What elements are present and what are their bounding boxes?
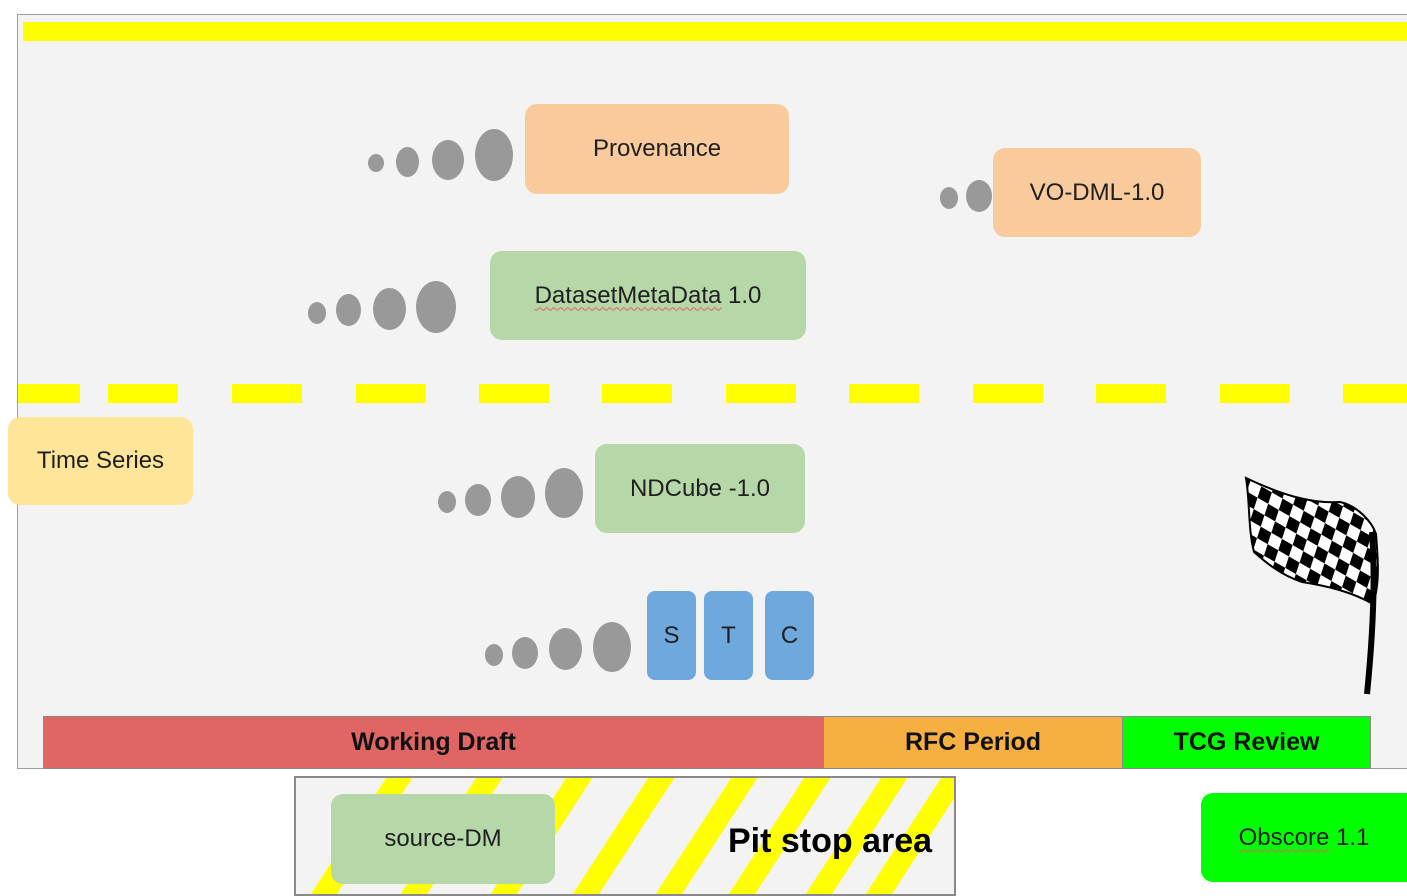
pit-stop-area: source-DM Pit stop area [294, 776, 956, 896]
track-top-line [23, 22, 1407, 41]
sourcedm-box: source-DM [331, 794, 555, 884]
phase-working-draft-label: Working Draft [351, 728, 516, 756]
phase-tcg-review-label: TCG Review [1173, 728, 1320, 756]
phase-working-draft: Working Draft [43, 716, 824, 769]
datasetmetadata-version: 1.0 [728, 281, 762, 309]
stc-s-box: S [647, 591, 696, 680]
sourcedm-label: source-DM [384, 825, 502, 852]
datasetmetadata-box: DatasetMetaData 1.0 [490, 251, 806, 340]
stc-s-label: S [663, 621, 680, 649]
phase-rfc-period: RFC Period [823, 716, 1123, 769]
stc-t-box: T [704, 591, 753, 680]
provenance-box: Provenance [525, 104, 789, 194]
timeseries-box: Time Series [8, 417, 193, 505]
checkered-flag-icon [1244, 476, 1379, 695]
obscore-label: Obscore [1238, 823, 1330, 851]
phase-tcg-review: TCG Review [1122, 716, 1371, 769]
datasetmetadata-label: DatasetMetaData [534, 281, 722, 309]
obscore-box: Obscore 1.1 [1201, 793, 1407, 882]
provenance-label: Provenance [592, 135, 722, 162]
vodml-label: VO-DML-1.0 [1029, 178, 1165, 206]
ndcube-label: NDCube -1.0 [629, 474, 771, 502]
phase-rfc-period-label: RFC Period [904, 728, 1042, 756]
stc-c-box: C [765, 591, 814, 680]
stc-t-label: T [721, 621, 736, 649]
pit-stop-label: Pit stop area [728, 822, 933, 860]
stc-c-label: C [780, 621, 799, 649]
timeseries-label: Time Series [36, 447, 165, 474]
ndcube-box: NDCube -1.0 [595, 444, 805, 533]
track-center-dashes [18, 384, 1407, 403]
obscore-version: 1.1 [1336, 823, 1370, 851]
vodml-box: VO-DML-1.0 [993, 148, 1201, 237]
